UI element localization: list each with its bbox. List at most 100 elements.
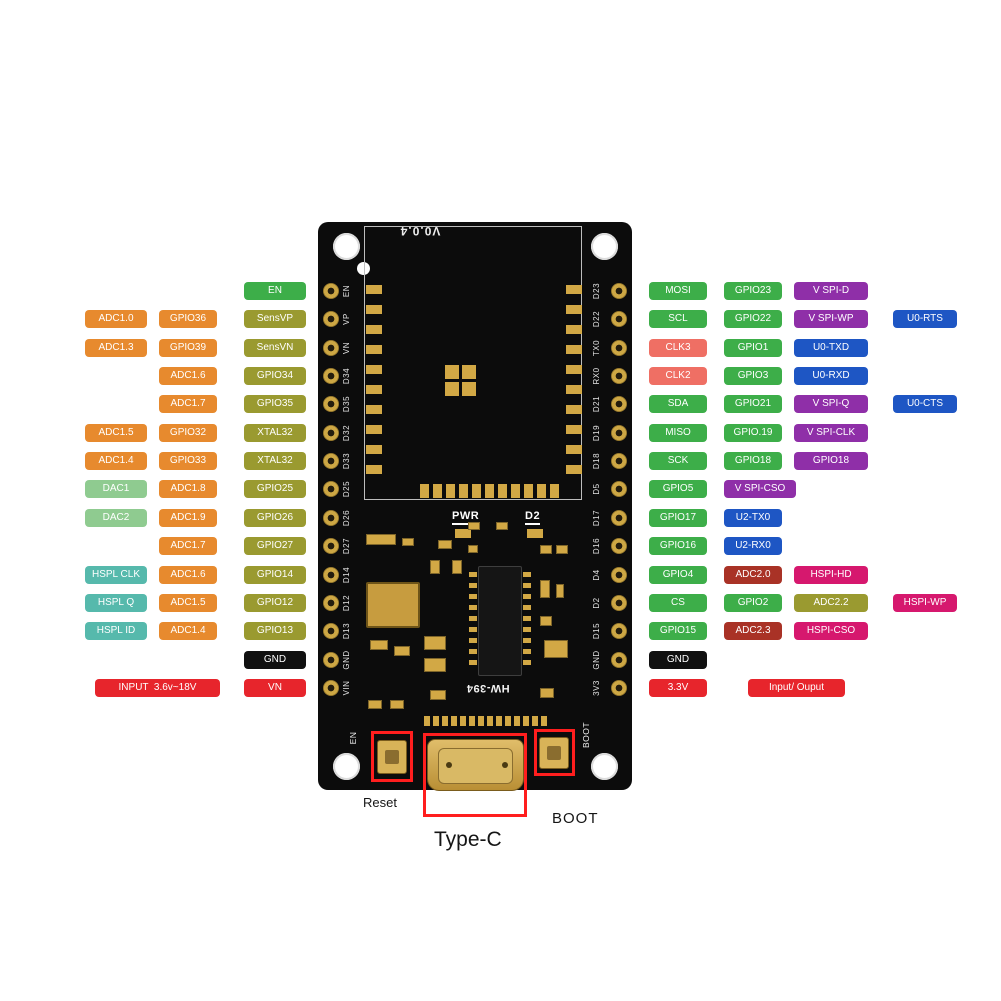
pin-badge: ADC1.5 xyxy=(159,594,217,612)
smd-component xyxy=(438,540,452,549)
pin-badge: V SPI-CSO xyxy=(724,480,796,498)
smd-component xyxy=(544,640,568,658)
castellation-pad xyxy=(511,484,520,498)
ic-pin xyxy=(469,572,477,577)
pin-badge: ADC1.8 xyxy=(159,480,217,498)
pin-badge: V SPI-CLK xyxy=(794,424,868,442)
pin-badge: GPIO32 xyxy=(159,424,217,442)
module-center-pad xyxy=(462,382,476,396)
pin-badge: GND xyxy=(244,651,306,669)
module-center-pad xyxy=(462,365,476,379)
castellation-pad xyxy=(566,425,582,434)
smd-component xyxy=(540,688,554,698)
ic-pin xyxy=(469,638,477,643)
pin-badge: CLK3 xyxy=(649,339,707,357)
castellation-pad xyxy=(524,484,533,498)
pin-badge: GPIO26 xyxy=(244,509,306,527)
pin-badge: HSPI-HD xyxy=(794,566,868,584)
bottom-pad xyxy=(451,716,457,726)
smd-component xyxy=(468,545,478,553)
pin-badge: SCL xyxy=(649,310,707,328)
castellation-pad xyxy=(566,365,582,374)
pin-badge: U0-RTS xyxy=(893,310,957,328)
bottom-pad xyxy=(469,716,475,726)
castellation-pad xyxy=(366,425,382,434)
pin-badge: V SPI-Q xyxy=(794,395,868,413)
pin-badge: U2-TX0 xyxy=(724,509,782,527)
castellation-pad xyxy=(498,484,507,498)
pin-badge: GPIO22 xyxy=(724,310,782,328)
bottom-pad xyxy=(523,716,529,726)
smd-component xyxy=(540,580,550,598)
pwr-label: PWR xyxy=(452,510,480,525)
castellation-pad xyxy=(550,484,559,498)
esp32-module-outline xyxy=(364,226,582,500)
pin-badge: MISO xyxy=(649,424,707,442)
castellation-pad xyxy=(366,385,382,394)
smd-component xyxy=(370,640,388,650)
pin-badge: GPIO18 xyxy=(794,452,868,470)
ic-pin xyxy=(469,605,477,610)
ic-pin xyxy=(469,649,477,654)
bottom-pad xyxy=(433,716,439,726)
pin-badge: ADC1.9 xyxy=(159,509,217,527)
pin-badge: XTAL32 xyxy=(244,452,306,470)
pin-pad xyxy=(611,595,627,611)
pin-badge: GPIO25 xyxy=(244,480,306,498)
pin-badge: CLK2 xyxy=(649,367,707,385)
main-ic xyxy=(478,566,522,676)
pin-badge: GPIO18 xyxy=(724,452,782,470)
reset-annotation: Reset xyxy=(363,795,397,810)
castellation-pad xyxy=(566,345,582,354)
pin-badge: HSPI-CSO xyxy=(794,622,868,640)
boot-button xyxy=(539,737,569,769)
castellation-pad xyxy=(485,484,494,498)
pin-badge: ADC1.6 xyxy=(159,367,217,385)
pin-badge: GPIO12 xyxy=(244,594,306,612)
pin-badge: GPIO13 xyxy=(244,622,306,640)
pin-badge: U0-CTS xyxy=(893,395,957,413)
castellation-pad xyxy=(566,445,582,454)
pin-pad xyxy=(323,368,339,384)
pin-pad xyxy=(611,510,627,526)
pin-badge: GPIO4 xyxy=(649,566,707,584)
pin-badge: 3.3V xyxy=(649,679,707,697)
bottom-pad xyxy=(514,716,520,726)
pin-badge: GPIO3 xyxy=(724,367,782,385)
pin-pad xyxy=(611,311,627,327)
pin-badge: SensVP xyxy=(244,310,306,328)
pin-pad xyxy=(323,311,339,327)
ic-pin xyxy=(523,594,531,599)
bottom-pad xyxy=(460,716,466,726)
bottom-pad xyxy=(541,716,547,726)
pin-badge: ADC2.0 xyxy=(724,566,782,584)
smd-component xyxy=(394,646,410,656)
pin-pad xyxy=(611,481,627,497)
pin-badge: INPUT 3.6v~18V xyxy=(95,679,220,697)
version-label: V0.0.4 xyxy=(399,224,441,238)
bottom-pad xyxy=(496,716,502,726)
module-center-pad xyxy=(445,365,459,379)
castellation-pad xyxy=(433,484,442,498)
smd-component xyxy=(424,658,446,672)
boot-button-highlight xyxy=(534,729,575,776)
pin-badge: ADC1.4 xyxy=(85,452,147,470)
pin-badge: GPIO39 xyxy=(159,339,217,357)
pin-pad xyxy=(323,425,339,441)
pin-pad xyxy=(611,368,627,384)
smd-component xyxy=(468,522,480,530)
pin-badge: HSPI-WP xyxy=(893,594,957,612)
pin-pad xyxy=(323,396,339,412)
typec-highlight xyxy=(423,733,527,817)
pin-pad xyxy=(323,652,339,668)
smd-component xyxy=(556,545,568,554)
pin-badge: V SPI-D xyxy=(794,282,868,300)
pin-badge: MOSI xyxy=(649,282,707,300)
d2-label: D2 xyxy=(525,510,541,525)
smd-component xyxy=(402,538,414,546)
pin-badge: VN xyxy=(244,679,306,697)
pin-badge: ADC1.3 xyxy=(85,339,147,357)
dev-board-pcb: V0.0.4 PWR D2 HW-394 EN BOOT xyxy=(318,222,632,817)
castellation-pad xyxy=(366,305,382,314)
